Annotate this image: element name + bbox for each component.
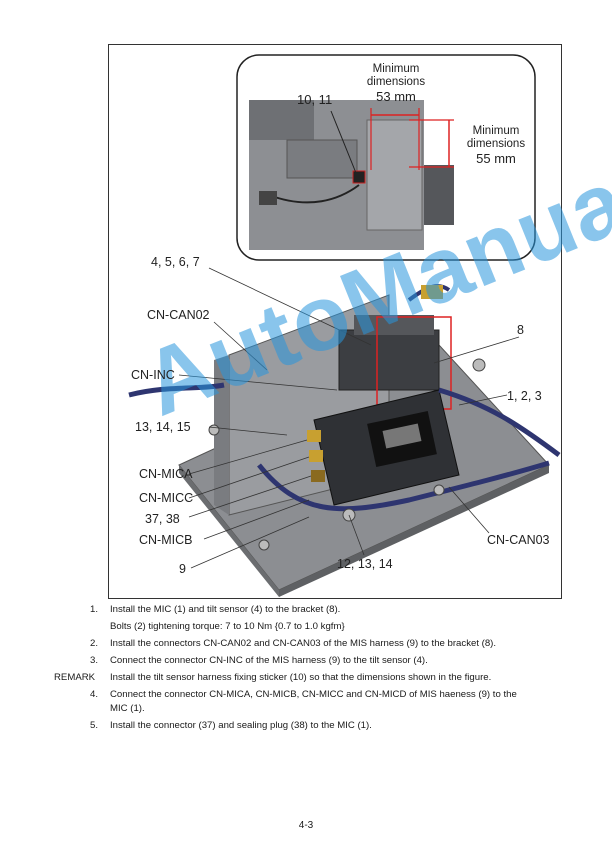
step-number: 1. [89, 604, 98, 615]
step-text: Connect the connector CN-INC of the MIS … [110, 655, 428, 666]
step-text: Connect the connector CN-MICA, CN-MICB, … [110, 689, 517, 700]
callout-cn-mica: CN-MICA [139, 467, 193, 481]
dim-height-value: 55 mm [476, 151, 516, 166]
installation-figure: AutoManual 10, 11 Minimum dimensions 53 … [108, 44, 612, 599]
dim-width-value: 53 mm [376, 89, 416, 104]
dim-height-label-1: Minimum [472, 125, 520, 137]
callout-cn-can03: CN-CAN03 [487, 533, 550, 547]
callout-cn-micc: CN-MICC [139, 491, 194, 505]
step-text: Bolts (2) tightening torque: 7 to 10 Nm … [110, 621, 345, 632]
callout-8: 8 [517, 323, 524, 337]
step-text: MIC (1). [110, 703, 145, 714]
page-number: 4-3 [298, 820, 314, 831]
callout-cn-inc: CN-INC [131, 368, 175, 382]
callout-4-5-6-7: 4, 5, 6, 7 [151, 255, 200, 269]
callout-9: 9 [179, 562, 186, 576]
machine-illustration [128, 54, 561, 597]
step-number: 3. [89, 655, 98, 666]
callout-1-2-3: 1, 2, 3 [507, 389, 542, 403]
dim-width-label-1: Minimum [372, 63, 420, 75]
step-number: 2. [89, 638, 98, 649]
dim-height-label-2: dimensions [466, 138, 526, 150]
callout-cn-micb: CN-MICB [139, 533, 193, 547]
step-number: 4. [89, 689, 98, 700]
callout-13-14-15: 13, 14, 15 [135, 420, 191, 434]
inset-part-label: 10, 11 [297, 92, 333, 107]
callout-cn-can02: CN-CAN02 [147, 308, 210, 322]
step-text: Install the connectors CN-CAN02 and CN-C… [110, 638, 497, 649]
step-number: 5. [89, 720, 98, 731]
remark-text: Install the tilt sensor harness fixing s… [110, 672, 492, 683]
callout-12-13-14: 12, 13, 14 [337, 557, 393, 571]
step-text: Install the MIC (1) and tilt sensor (4) … [110, 604, 341, 615]
dim-width-label-2: dimensions [366, 76, 426, 88]
step-text: Install the connector (37) and sealing p… [110, 720, 372, 731]
callout-37-38: 37, 38 [145, 512, 180, 526]
remark-label: REMARK [54, 672, 96, 683]
